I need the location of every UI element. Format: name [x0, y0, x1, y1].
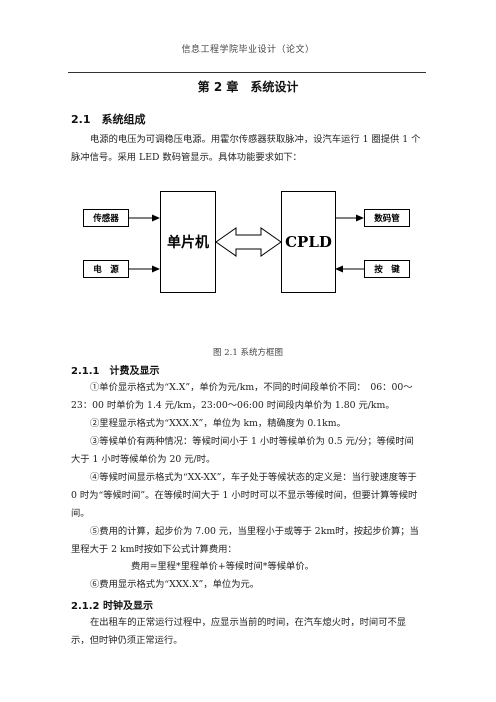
running-header: 信息工程学院毕业设计（论文） [181, 45, 315, 55]
list-item-2: ②里程显示格式为“XXX.X”，单位为 km，精确度为 0.1km。 [90, 418, 346, 429]
block-display: 数码管 [364, 209, 410, 227]
block-power: 电 源 [83, 260, 129, 278]
chapter-title: 第 2 章 系统设计 [197, 80, 299, 94]
section-heading-2-1-2: 2.1.2 时钟及显示 [71, 601, 153, 612]
section-2-1-2-text: 在出租车的正常运行过程中，应显示当前的时间，在汽车熄火时，时间可不显示，但时钟仍… [71, 617, 407, 646]
section-2-1-intro: 电源的电压为可调稳压电源。用霍尔传感器获取脉冲，设汽车运行 1 圈提供 1 个脉… [71, 134, 421, 163]
block-mcu: 单片机 [160, 191, 216, 293]
section-heading-2-1-1: 2.1.1 计费及显示 [71, 366, 160, 377]
list-item-1: ①单价显示格式为“X.X”，单价为元/km，不同的时间段单价不同： 06：00～… [71, 382, 413, 411]
list-item-5: ⑤费用的计算，起步价为 7.00 元，当里程小于或等于 2km时，按起步价算；当… [71, 526, 419, 555]
list-item-6: ⑥费用显示格式为“XXX.X”，单位为元。 [90, 579, 260, 590]
block-keys: 按 键 [364, 260, 410, 278]
list-item-3: ③等候单价有两种情况：等候时间小于 1 小时等候单价为 0.5 元/分；等候时间… [71, 436, 414, 465]
figure-caption: 图 2.1 系统方框图 [213, 348, 283, 358]
block-cpld: CPLD [281, 191, 336, 293]
double-arrow-mcu-cpld [215, 227, 282, 257]
arrowhead-power-to-mcu [152, 265, 160, 273]
header-rule [68, 72, 426, 73]
section-heading-2-1: 2.1 系统组成 [71, 113, 146, 126]
arrowhead-keys-to-cpld [335, 265, 343, 273]
block-sensor: 传感器 [83, 209, 129, 227]
arrowhead-cpld-to-display [356, 214, 364, 222]
fare-formula: 费用=里程*里程单价+等候时间*等候单价。 [131, 561, 314, 572]
arrowhead-sensor-to-mcu [152, 214, 160, 222]
list-item-4: ④等候时间显示格式为“XX-XX”，车子处于等候状态的定义是：当行驶速度等于 0… [71, 472, 418, 519]
